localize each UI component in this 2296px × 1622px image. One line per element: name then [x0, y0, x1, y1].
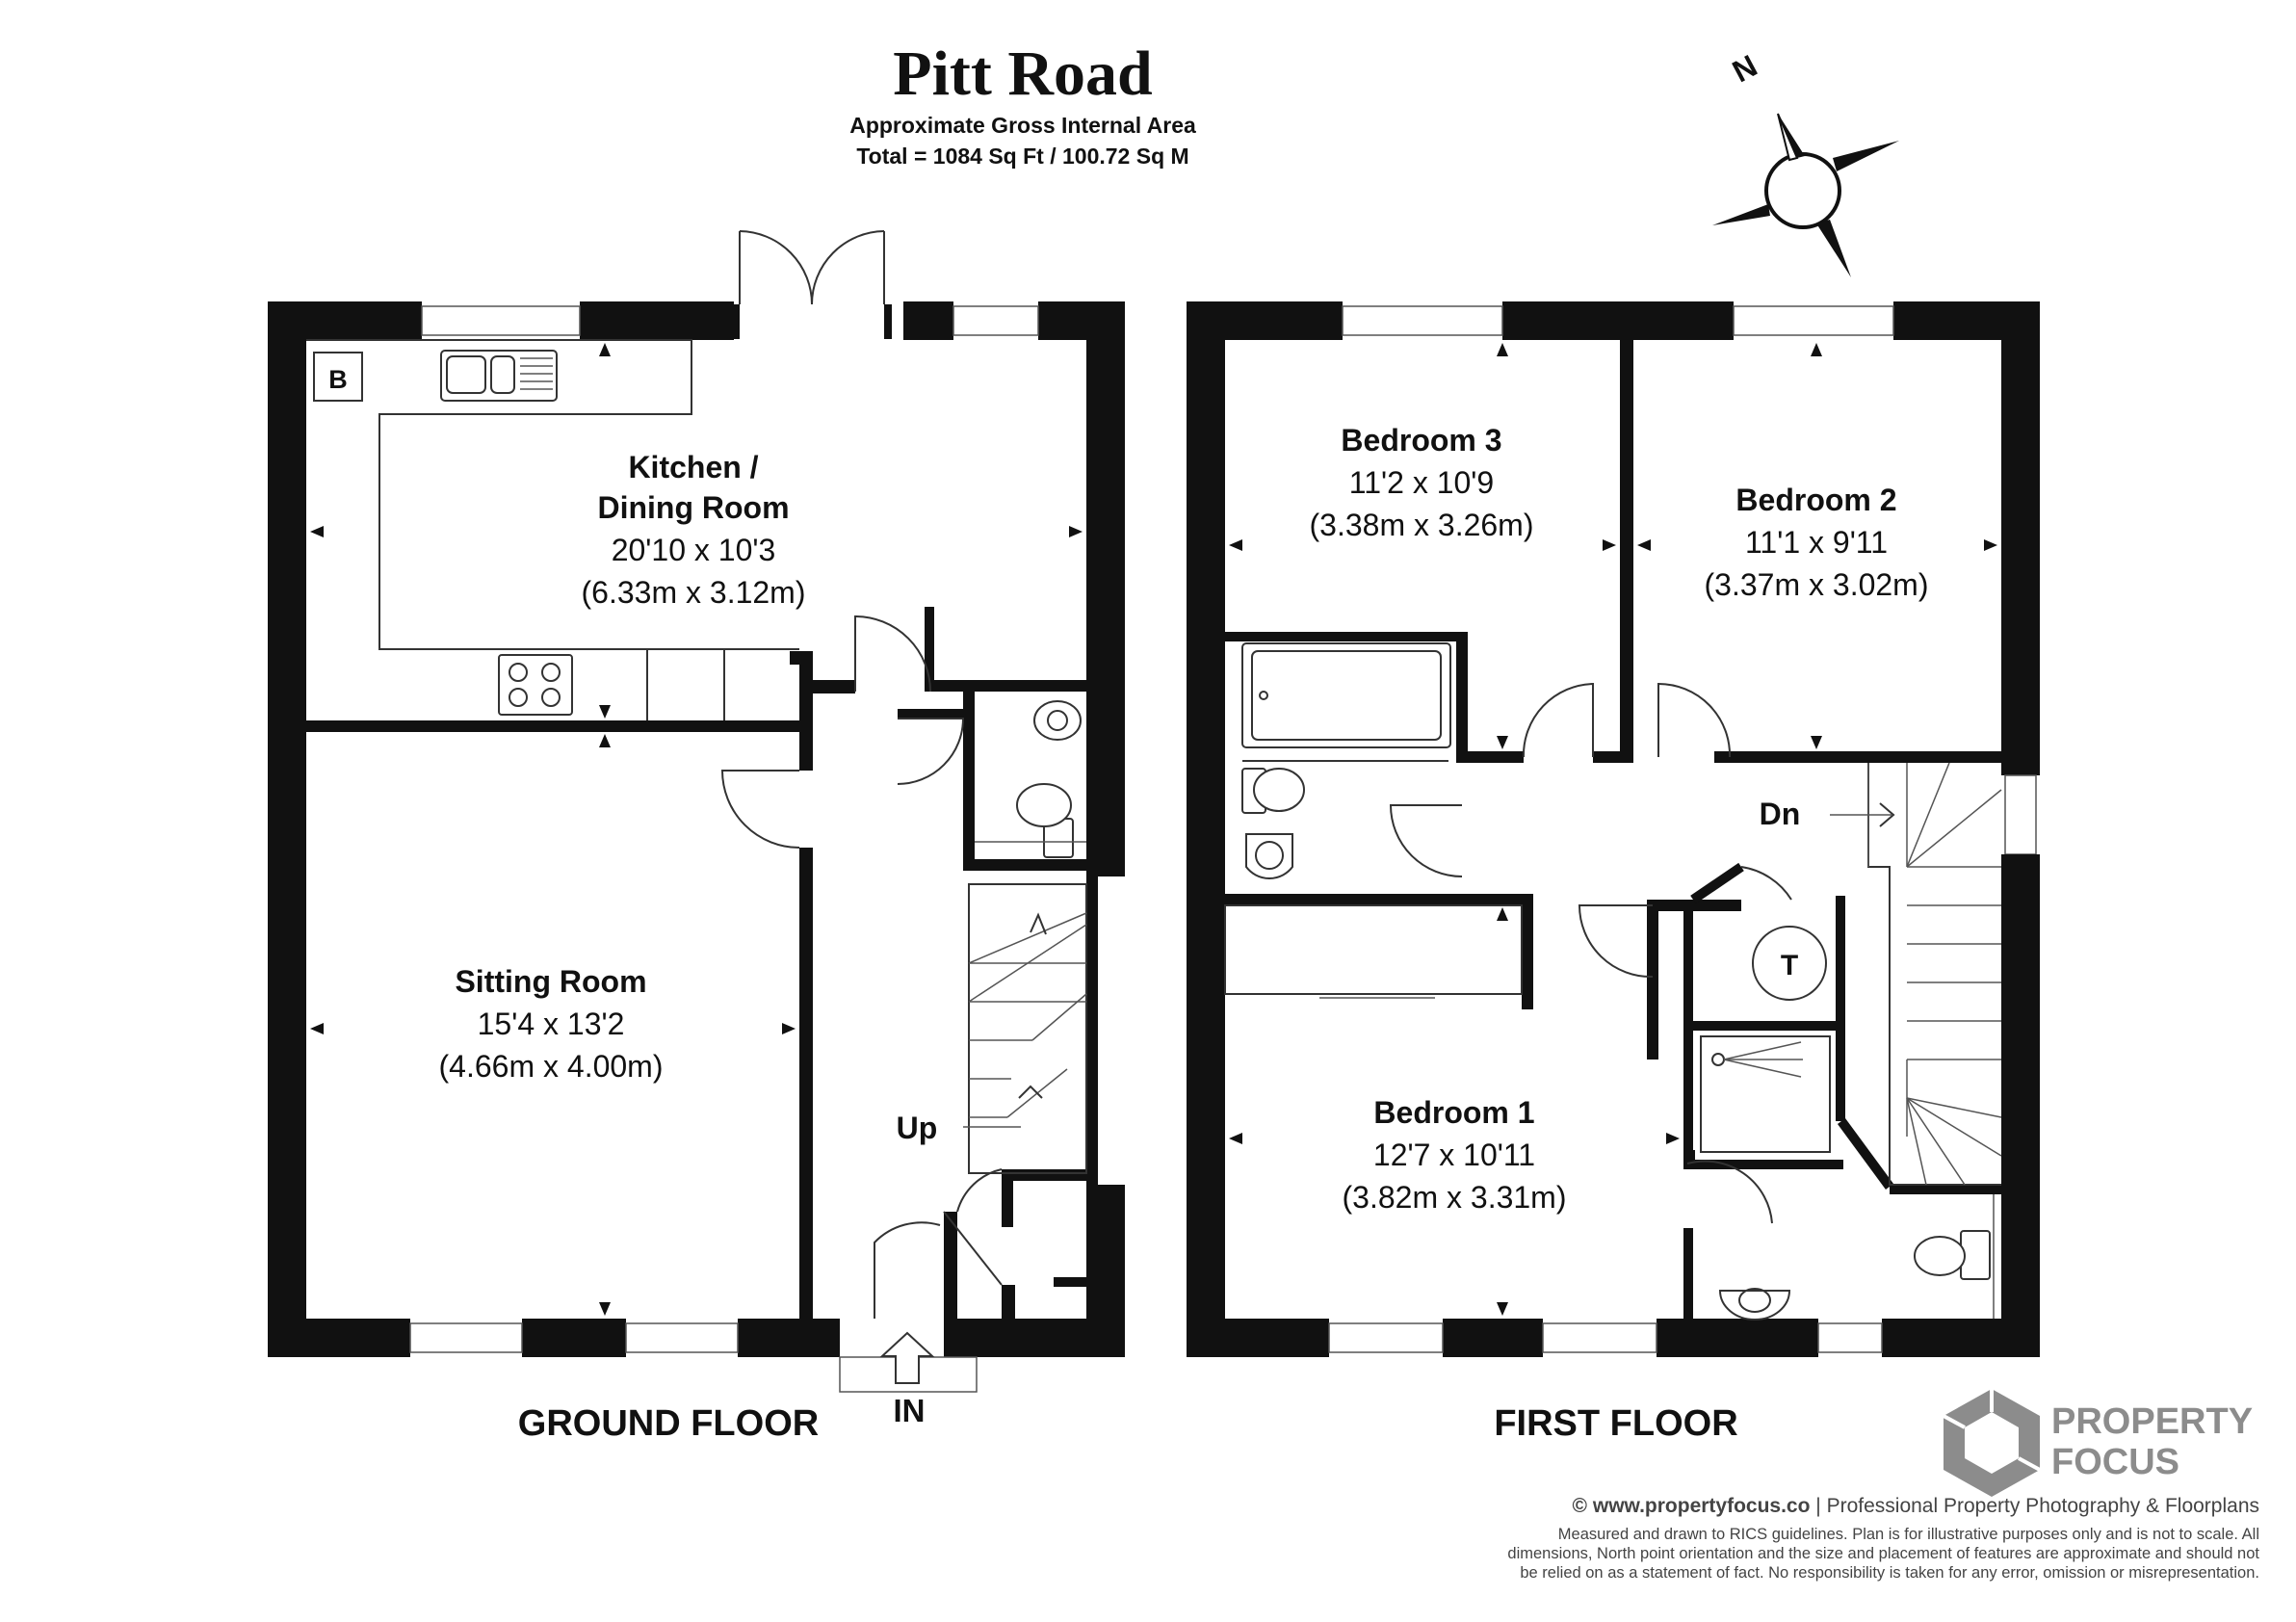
- room-dimensions-imperial: 11'1 x 9'11: [1745, 525, 1888, 560]
- french-doors-icon: [739, 230, 885, 305]
- disclaimer-line: Measured and drawn to RICS guidelines. P…: [1558, 1526, 2259, 1543]
- room-name: Bedroom 1: [1373, 1095, 1534, 1130]
- room-kitchen-dining: Kitchen / Dining Room 20'10 x 10'3 (6.33…: [582, 450, 806, 610]
- first-floor-fixtures: T: [1224, 642, 1995, 1321]
- room-name: Bedroom 2: [1735, 483, 1896, 517]
- room-dimensions-metric: (3.38m x 3.26m): [1310, 508, 1534, 542]
- room-dimensions-metric: (4.66m x 4.00m): [439, 1049, 664, 1084]
- entrance-arrow-icon: [879, 1331, 935, 1384]
- property-focus-logo: PROPERTY FOCUS: [1943, 1389, 2253, 1497]
- basin-icon: [1033, 700, 1082, 741]
- tagline: | Professional Property Photography & Fl…: [1815, 1495, 2259, 1517]
- room-dimensions-metric: (3.37m x 3.02m): [1705, 567, 1929, 602]
- wc-fixtures: [975, 700, 1086, 858]
- first-floor-arrows: [1229, 343, 1997, 1316]
- tank-icon: T: [1752, 926, 1827, 1001]
- basin-icon: [1245, 833, 1293, 879]
- kitchen-fixtures: B: [306, 339, 799, 720]
- website-link[interactable]: © www.propertyfocus.co: [1573, 1495, 1811, 1517]
- basin-icon: [1718, 1288, 1791, 1321]
- logo-text-line2: FOCUS: [2051, 1442, 2179, 1482]
- stairs-down-label: Dn: [1760, 797, 1801, 831]
- sink-icon: [440, 350, 558, 402]
- disclaimer-line: be relied on as a statement of fact. No …: [1520, 1564, 2259, 1582]
- disclaimer-line: dimensions, North point orientation and …: [1507, 1545, 2259, 1562]
- ground-floor-label: GROUND FLOOR: [518, 1403, 819, 1444]
- room-name: Kitchen /: [628, 450, 758, 484]
- ground-stairs-icon: [963, 883, 1087, 1174]
- area-subtitle: Approximate Gross Internal Area: [849, 113, 1196, 138]
- hob-icon: [498, 654, 573, 716]
- ground-floor-arrows: [310, 343, 1083, 1316]
- compass-icon: N: [1712, 48, 1899, 277]
- footer-credit-line: © www.propertyfocus.co | Professional Pr…: [1573, 1495, 2259, 1517]
- room-sitting-room: Sitting Room 15'4 x 13'2 (4.66m x 4.00m): [439, 964, 664, 1084]
- logo-text-line1: PROPERTY: [2051, 1401, 2253, 1442]
- room-bedroom-1: Bedroom 1 12'7 x 10'11 (3.82m x 3.31m): [1343, 1095, 1567, 1215]
- first-floor-walls: [1187, 301, 2040, 1357]
- room-dimensions-imperial: 12'7 x 10'11: [1373, 1138, 1535, 1172]
- room-name: Sitting Room: [455, 964, 646, 999]
- room-name: Bedroom 3: [1341, 423, 1501, 458]
- room-name: Dining Room: [597, 490, 789, 525]
- room-bedroom-2: Bedroom 2 11'1 x 9'11 (3.37m x 3.02m): [1705, 483, 1929, 602]
- ground-floor-doors: [720, 615, 1003, 1319]
- room-dimensions-metric: (6.33m x 3.12m): [582, 575, 806, 610]
- room-dimensions-imperial: 11'2 x 10'9: [1349, 465, 1494, 500]
- bath-icon: [1241, 642, 1451, 748]
- area-total: Total = 1084 Sq Ft / 100.72 Sq M: [856, 144, 1188, 169]
- compass-north-label: N: [1727, 48, 1762, 90]
- boiler-label: B: [328, 365, 348, 394]
- room-dimensions-imperial: 20'10 x 10'3: [612, 533, 776, 567]
- first-floor-label: FIRST FLOOR: [1494, 1403, 1737, 1444]
- tank-label: T: [1781, 950, 1798, 981]
- footer-credits: © www.propertyfocus.co | Professional Pr…: [1507, 1495, 2259, 1582]
- toilet-icon: [1241, 768, 1305, 814]
- ground-floor-walls: [268, 301, 1125, 1393]
- first-floor-doors: [1389, 682, 1792, 1224]
- entrance-label: IN: [894, 1393, 926, 1428]
- first-stairs-icon: [1830, 762, 2002, 1186]
- shower-icon: [1700, 1035, 1831, 1153]
- room-dimensions-imperial: 15'4 x 13'2: [478, 1007, 625, 1041]
- toilet-icon: [1016, 783, 1074, 858]
- page-title: Pitt Road: [893, 39, 1152, 109]
- toilet-icon: [1914, 1230, 1991, 1280]
- room-dimensions-metric: (3.82m x 3.31m): [1343, 1180, 1567, 1215]
- room-bedroom-3: Bedroom 3 11'2 x 10'9 (3.38m x 3.26m): [1310, 423, 1534, 542]
- stairs-up-label: Up: [897, 1111, 938, 1145]
